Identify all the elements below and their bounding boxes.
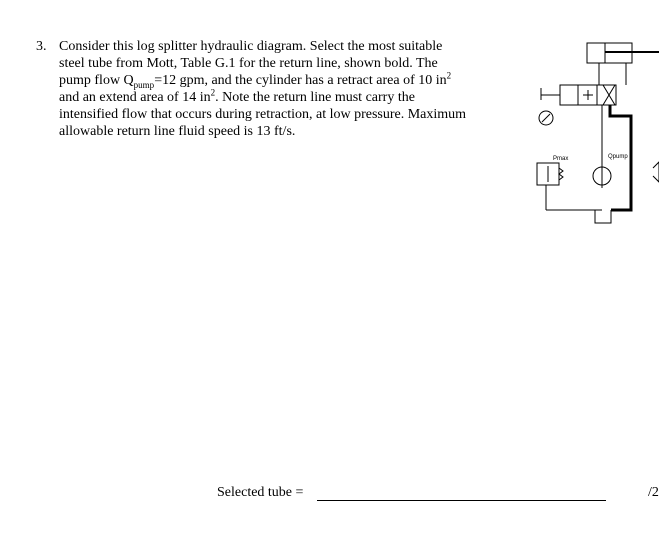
reservoir-tank <box>594 210 612 224</box>
question-text: Consider this log splitter hydraulic dia… <box>59 38 514 140</box>
return-line-bold <box>608 105 633 212</box>
pump-symbol <box>592 166 612 186</box>
qpump-subscript: pump <box>133 79 155 90</box>
question-number: 3. <box>36 39 47 54</box>
pressure-gauge-needle <box>541 113 551 123</box>
line4-text-a: and an extend area of 14 in <box>59 90 211 105</box>
extend-area-superscript: 2 <box>210 87 216 98</box>
question-line-1: Consider this log splitter hydraulic dia… <box>59 39 443 54</box>
pressure-gauge <box>538 110 554 126</box>
hydraulic-diagram: Pmax Qpump <box>536 42 659 224</box>
valve-arrow-2 <box>602 84 616 106</box>
line4-text-b: . Note the return line must carry the <box>215 90 415 105</box>
question-line-4: and an extend area of 14 in2. Note the r… <box>59 87 514 106</box>
answer-input-line[interactable] <box>317 500 606 501</box>
score-label: /2 <box>648 485 659 500</box>
relief-valve-spring <box>558 167 564 181</box>
filter-symbol <box>652 161 659 183</box>
question-line-5: intensified flow that occurs during retr… <box>59 107 467 122</box>
qpump-label: Qpump <box>608 154 628 160</box>
question-line-6: allowable return line fluid speed is 13 … <box>59 124 296 139</box>
pmax-label: Pmax <box>553 156 568 162</box>
retract-area-superscript: 2 <box>446 70 452 81</box>
question-line-3: pump flow Qpump=12 gpm, and the cylinder… <box>59 70 514 90</box>
answer-label: Selected tube = <box>217 485 304 500</box>
line3-text-b: =12 gpm, and the cylinder has a retract … <box>154 73 447 88</box>
line3-text-a: pump flow Q <box>59 73 134 88</box>
question-line-2: steel tube from Mott, Table G.1 for the … <box>59 56 438 71</box>
